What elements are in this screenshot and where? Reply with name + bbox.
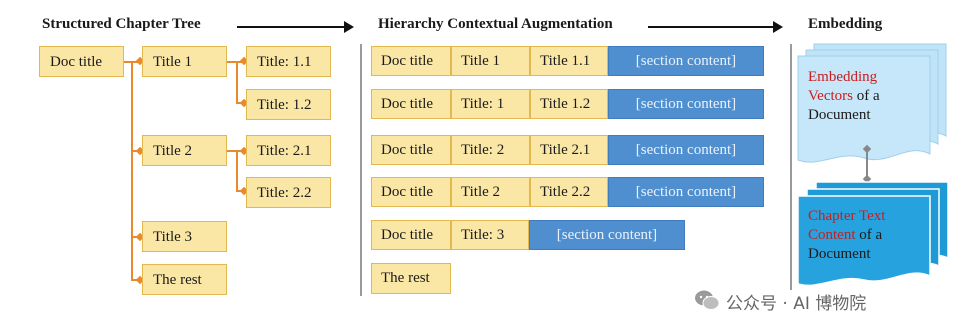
tree-node-the-rest: The rest <box>142 264 227 295</box>
tree-node-title-1-1: Title: 1.1 <box>246 46 331 77</box>
row-doc-title: Doc title <box>371 220 451 250</box>
row-doc-title: Doc title <box>371 177 451 207</box>
heading-embedding: Embedding <box>808 16 883 32</box>
tree-node-title-3: Title 3 <box>142 221 227 252</box>
row-subtitle: Title 2.2 <box>530 177 608 207</box>
embedding-vector-label: Embedding Vectors of a Document <box>808 69 880 123</box>
arrow-to-augmentation <box>237 21 354 33</box>
row-title: Title 2 <box>451 177 530 207</box>
heading-structured-tree: Structured Chapter Tree <box>42 16 201 32</box>
chapter-text-document-icon <box>797 181 949 286</box>
divider-right <box>790 44 792 290</box>
row-doc-title: Doc title <box>371 89 451 119</box>
row-title: Title: 2 <box>451 135 530 165</box>
row-doc-title: Doc title <box>371 46 451 76</box>
heading-augmentation: Hierarchy Contextual Augmentation <box>378 16 613 32</box>
row-section-content: [section content] <box>608 89 764 119</box>
tree-node-title-1-2: Title: 1.2 <box>246 89 331 120</box>
tree-node-doc-title: Doc title <box>39 46 124 77</box>
row-doc-title: Doc title <box>371 135 451 165</box>
row-subtitle: Title 1.1 <box>530 46 608 76</box>
tree-node-title-2: Title 2 <box>142 135 227 166</box>
row-title: Title: 3 <box>451 220 529 250</box>
row-section-content: [section content] <box>608 135 764 165</box>
embedding-link-line <box>866 150 868 180</box>
row-subtitle: Title 1.2 <box>530 89 608 119</box>
watermark-text: 公众号 · AI 博物院 <box>726 294 867 314</box>
tree-node-title-2-2: Title: 2.2 <box>246 177 331 208</box>
wechat-icon <box>694 287 720 313</box>
tree-node-title-2-1: Title: 2.1 <box>246 135 331 166</box>
row-section-content: [section content] <box>608 177 764 207</box>
tree-node-title-1: Title 1 <box>142 46 227 77</box>
row-the-rest: The rest <box>371 263 451 294</box>
row-subtitle: Title 2.1 <box>530 135 608 165</box>
arrow-to-embedding <box>648 21 783 33</box>
chapter-text-label: Chapter Text Content of a Document <box>808 208 886 262</box>
row-section-content: [section content] <box>529 220 685 250</box>
row-section-content: [section content] <box>608 46 764 76</box>
embedding-vector-document-icon <box>797 43 947 163</box>
divider-left <box>360 44 362 296</box>
row-title: Title 1 <box>451 46 530 76</box>
row-title: Title: 1 <box>451 89 530 119</box>
